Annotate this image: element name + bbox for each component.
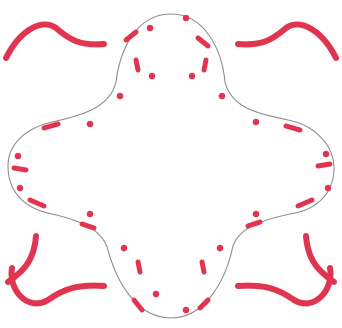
dot-mark: [121, 245, 128, 252]
dot-mark: [117, 93, 124, 100]
dash-mark: [202, 262, 204, 272]
dash-mark: [138, 262, 140, 272]
corner-arc-bottom-right: [238, 236, 334, 303]
dash-mark: [30, 200, 44, 206]
dash-mark: [204, 60, 206, 70]
dot-mark: [183, 15, 190, 22]
dash-mark: [14, 168, 26, 170]
corner-arc-top-left: [6, 25, 104, 58]
dash-mark: [198, 38, 208, 46]
quatrefoil-outline: [8, 14, 334, 318]
dash-group: [14, 32, 330, 310]
dot-mark: [253, 119, 260, 126]
dot-mark: [219, 93, 226, 100]
dash-mark: [318, 164, 330, 166]
dot-mark: [87, 121, 94, 128]
corner-arc-top-right: [238, 25, 336, 58]
dash-mark: [200, 300, 208, 308]
dash-mark: [126, 32, 136, 40]
dash-mark: [298, 200, 312, 206]
corner-arc-bottom-left: [8, 236, 104, 303]
dot-mark: [149, 73, 156, 80]
dash-mark: [248, 222, 260, 226]
dot-mark: [17, 185, 24, 192]
dot-mark: [15, 153, 22, 160]
dash-mark: [82, 224, 94, 228]
dot-mark: [153, 291, 160, 298]
dot-mark: [217, 245, 224, 252]
dot-mark: [147, 25, 154, 32]
dot-mark: [87, 211, 94, 218]
dot-mark: [323, 151, 330, 158]
dot-mark: [189, 73, 196, 80]
dash-mark: [286, 126, 300, 130]
dot-mark: [325, 185, 332, 192]
dot-mark: [253, 211, 260, 218]
dash-mark: [44, 124, 58, 128]
dash-mark: [134, 300, 142, 310]
dot-group: [15, 15, 332, 314]
dot-mark: [183, 307, 190, 314]
dash-mark: [136, 60, 138, 70]
